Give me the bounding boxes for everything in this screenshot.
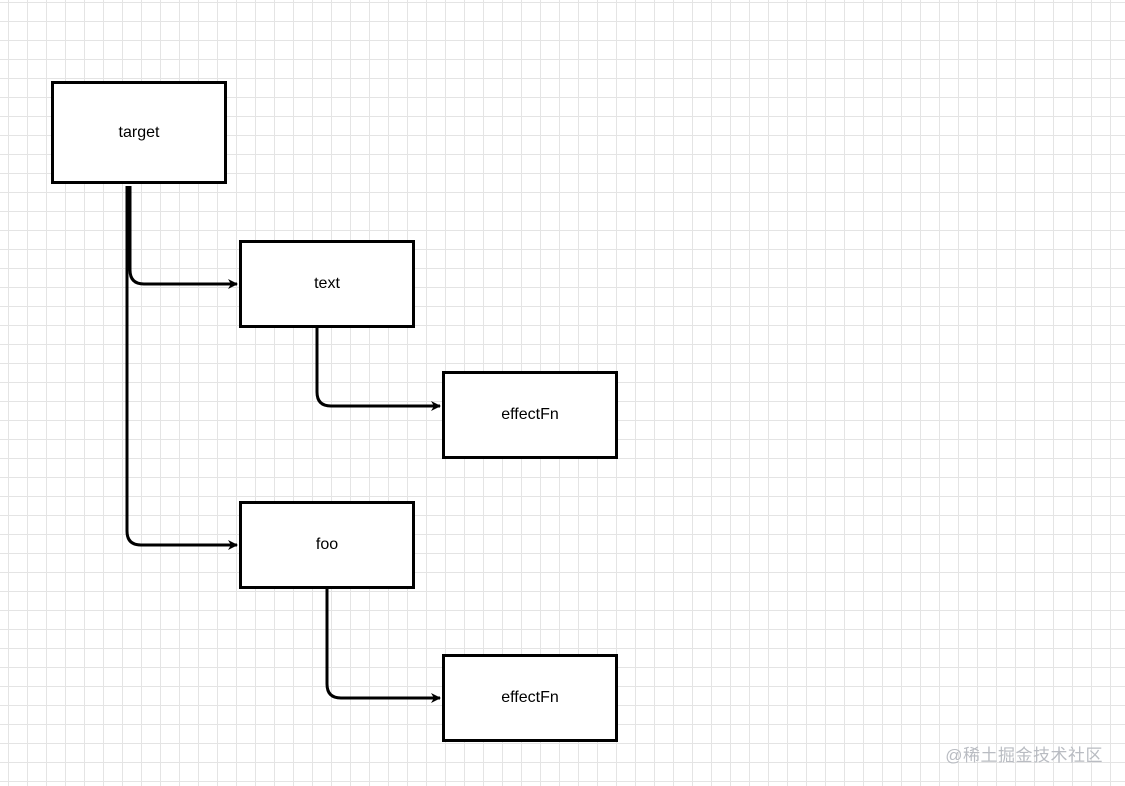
connector-foo-to-effectfn xyxy=(325,589,441,703)
foo-effectfn-node-label: effectFn xyxy=(501,689,559,706)
text-effectfn-node-label: effectFn xyxy=(501,406,559,423)
target-node-label: target xyxy=(118,123,160,141)
target-node[interactable]: target xyxy=(51,81,227,184)
text-effectfn-node[interactable]: effectFn xyxy=(442,371,618,459)
connector-text-to-effectfn xyxy=(315,328,441,411)
connector-target-to-foo xyxy=(125,186,238,550)
watermark: @稀土掘金技术社区 xyxy=(945,746,1103,765)
foo-node-label: foo xyxy=(315,536,339,553)
connector-target-to-text xyxy=(128,186,238,289)
foo-effectfn-node[interactable]: effectFn xyxy=(442,654,618,742)
text-node-label: text xyxy=(314,275,340,292)
text-node[interactable]: text xyxy=(239,240,415,328)
foo-node[interactable]: foo xyxy=(239,501,415,589)
